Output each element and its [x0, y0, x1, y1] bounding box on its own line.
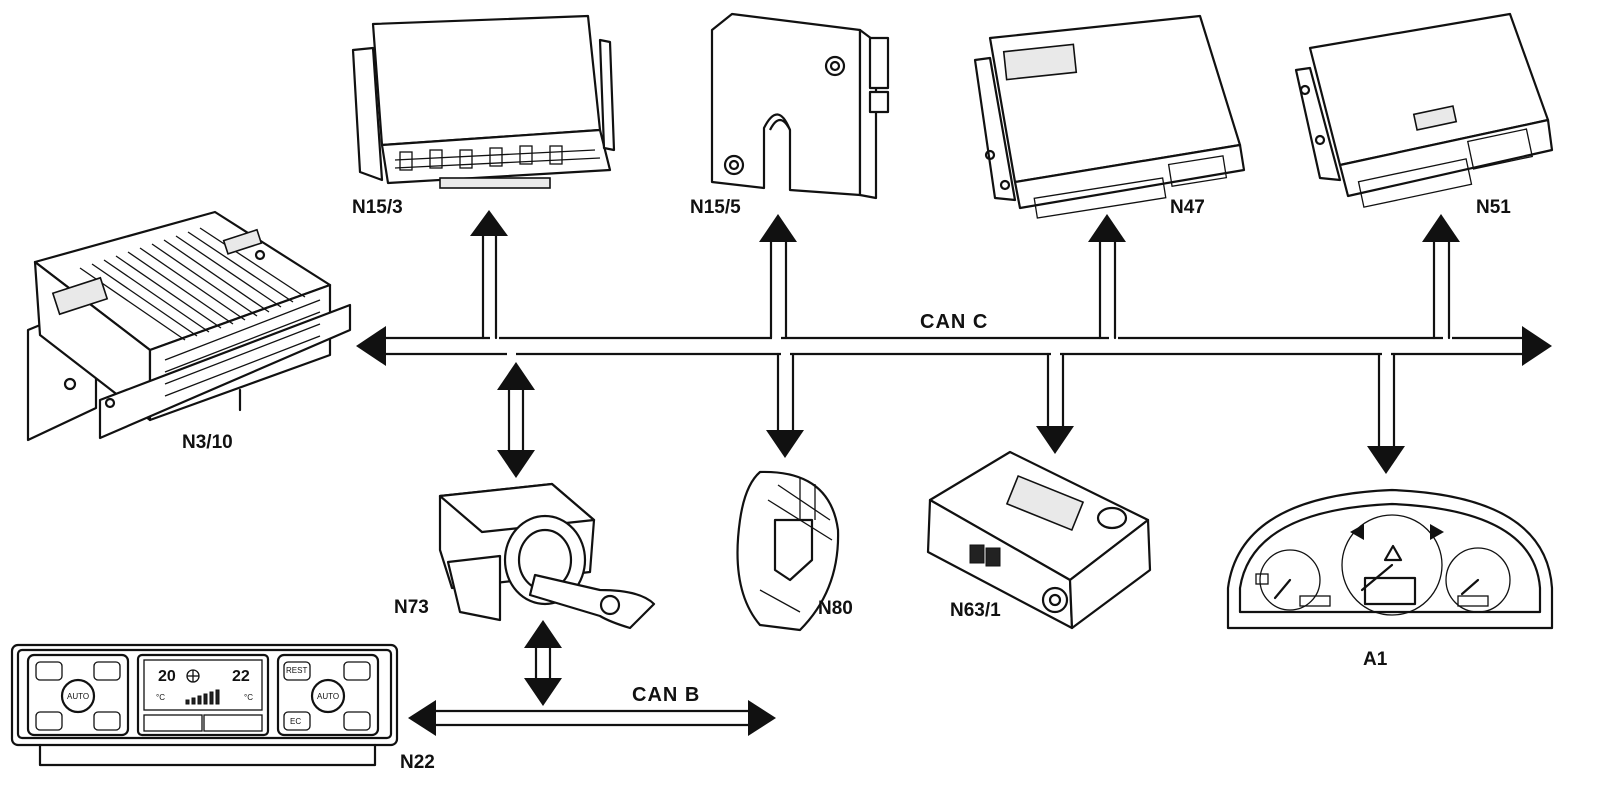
stub-n80	[766, 352, 804, 458]
label-n22: N22	[400, 752, 435, 773]
can-c-label: CAN C	[920, 311, 988, 333]
label-n3-10: N3/10	[182, 432, 233, 453]
label-n80: N80	[818, 598, 853, 619]
n22-unit-right: °C	[244, 693, 253, 702]
n22-auto-right: AUTO	[317, 692, 339, 701]
fan-icon	[186, 669, 200, 683]
module-n22-drawing: AUTO 20 22 °C °C AUTO	[10, 643, 399, 767]
stub-n47	[1088, 214, 1126, 340]
label-n51: N51	[1476, 197, 1511, 218]
n22-temp-right: 22	[232, 668, 250, 685]
module-n3-10-drawing	[26, 210, 352, 442]
stub-n15-3	[470, 210, 508, 340]
stub-n15-5	[759, 214, 797, 340]
module-n63-1-drawing	[926, 450, 1152, 630]
label-n15-5: N15/5	[690, 197, 741, 218]
can-b-label: CAN B	[632, 684, 700, 706]
module-n15-5-drawing	[710, 12, 890, 200]
n22-rest: REST	[286, 666, 307, 675]
label-a1: A1	[1363, 649, 1388, 670]
stub-n63-1	[1036, 352, 1074, 454]
label-n63-1: N63/1	[950, 600, 1001, 621]
module-n51-drawing	[1294, 12, 1554, 208]
fan-level-bars	[185, 689, 220, 705]
n22-temp-left: 20	[158, 668, 176, 685]
stub-n73-can-b	[524, 620, 562, 706]
label-n47: N47	[1170, 197, 1205, 218]
module-n15-3-drawing	[351, 14, 616, 189]
can-c-bus	[356, 326, 1552, 366]
stub-n51	[1422, 214, 1460, 340]
module-n47-drawing	[973, 14, 1246, 219]
label-n73: N73	[394, 597, 429, 618]
n22-auto-left: AUTO	[67, 692, 89, 701]
stub-a1	[1367, 352, 1405, 474]
module-a1-drawing	[1226, 488, 1554, 630]
can-b-bus	[408, 700, 776, 736]
n22-ec: EC	[290, 717, 301, 726]
n22-unit-left: °C	[156, 693, 165, 702]
stub-n73	[497, 362, 535, 478]
module-n73-drawing	[438, 482, 656, 630]
module-n80-drawing	[736, 470, 840, 632]
label-n15-3: N15/3	[352, 197, 403, 218]
